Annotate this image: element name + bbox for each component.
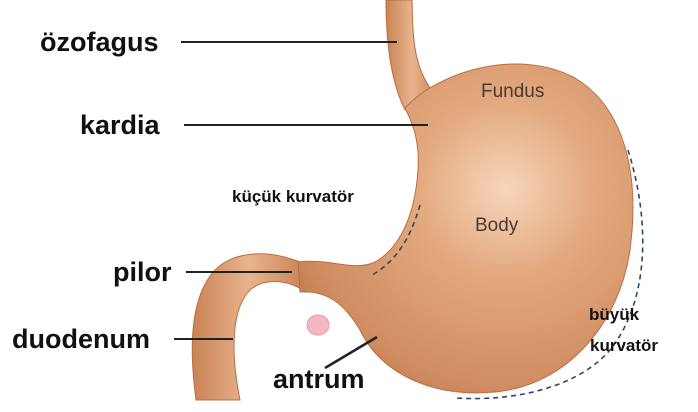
label-kucuk-kurvator: küçük kurvatör bbox=[232, 188, 354, 205]
label-pilor: pilor bbox=[113, 259, 172, 286]
label-buyuk: büyük bbox=[589, 306, 639, 323]
label-duodenum: duodenum bbox=[12, 326, 150, 353]
label-buyuk-kurvator: kurvatör bbox=[590, 337, 658, 354]
label-kardia: kardia bbox=[80, 112, 160, 139]
pylorus-spot bbox=[307, 315, 329, 335]
label-antrum: antrum bbox=[273, 366, 365, 393]
label-fundus: Fundus bbox=[481, 82, 544, 101]
label-body: Body bbox=[475, 216, 518, 235]
stomach-shape bbox=[298, 64, 633, 393]
label-ozofagus: özofagus bbox=[40, 29, 159, 56]
